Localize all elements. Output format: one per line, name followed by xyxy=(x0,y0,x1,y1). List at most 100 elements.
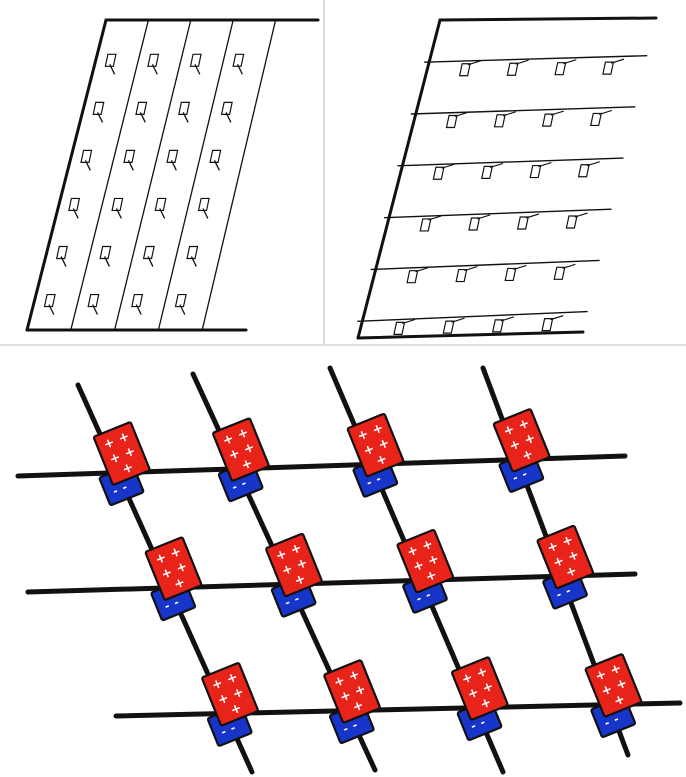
device-lead xyxy=(451,317,465,323)
negative-symbol: - xyxy=(478,715,487,729)
positive-symbol: + xyxy=(228,701,244,719)
device-lead xyxy=(194,63,201,75)
device-lead xyxy=(415,267,429,273)
positive-symbol: + xyxy=(239,456,255,474)
positive-symbol: + xyxy=(241,440,257,458)
frame-left-edge xyxy=(356,18,442,340)
crossbar-device: --+++++ xyxy=(201,662,259,747)
positive-symbol: + xyxy=(338,688,354,706)
device-lead xyxy=(103,256,110,267)
device-lead xyxy=(550,315,564,321)
device-body xyxy=(541,318,554,332)
positive-symbol: + xyxy=(474,664,490,682)
device-body xyxy=(491,319,504,333)
device-body xyxy=(189,53,202,67)
device-body xyxy=(554,62,567,76)
positive-symbol: + xyxy=(551,553,567,571)
device xyxy=(442,317,465,334)
crossbar-wire-horizontal xyxy=(113,700,683,719)
device-lead xyxy=(72,208,79,219)
device-lead xyxy=(48,304,55,315)
negative-symbol: - xyxy=(283,596,292,610)
device-body xyxy=(68,197,81,212)
positive-symbol: + xyxy=(353,682,369,700)
positive-symbol: + xyxy=(122,444,138,462)
positive-symbol: + xyxy=(376,435,392,453)
positive-symbol: + xyxy=(350,698,366,716)
positive-symbol: + xyxy=(216,691,232,709)
device xyxy=(504,264,527,282)
device-lead xyxy=(586,161,600,167)
device-body xyxy=(166,149,179,163)
device xyxy=(220,101,233,123)
device xyxy=(68,197,81,219)
frame-bottom-edge xyxy=(356,330,585,340)
device-lead xyxy=(135,304,142,315)
device xyxy=(92,101,105,123)
device-lead xyxy=(109,63,116,75)
device-body xyxy=(432,166,445,180)
negative-symbol: - xyxy=(469,719,478,733)
positive-symbol: + xyxy=(614,676,630,694)
device xyxy=(493,111,516,128)
device-body xyxy=(55,245,68,260)
device xyxy=(131,293,144,315)
device-lead xyxy=(225,112,232,123)
device xyxy=(186,245,199,267)
device-body xyxy=(142,245,155,260)
device xyxy=(135,101,148,123)
negative-symbol: - xyxy=(603,716,612,730)
positive-symbol: + xyxy=(280,561,296,579)
device xyxy=(99,245,112,267)
device-lead xyxy=(127,160,134,171)
positive-symbol: + xyxy=(101,435,117,453)
positive-symbol: + xyxy=(420,537,436,555)
device-body xyxy=(468,217,481,231)
positive-symbol: + xyxy=(227,446,243,464)
device xyxy=(554,59,577,76)
crossbar-wire-horizontal xyxy=(25,571,638,595)
crossbar-device: --+++++ xyxy=(144,536,203,622)
device xyxy=(209,149,222,171)
positive-block xyxy=(201,662,259,727)
device-body xyxy=(131,293,144,308)
device-lead xyxy=(562,263,576,269)
device-lead xyxy=(202,208,209,219)
device xyxy=(111,197,124,219)
positive-symbol: + xyxy=(347,667,363,685)
device xyxy=(468,214,491,231)
device xyxy=(123,149,136,171)
device-lead xyxy=(92,304,99,315)
device-body xyxy=(504,267,517,282)
negative-symbol: - xyxy=(292,592,301,606)
device-lead xyxy=(525,213,539,219)
positive-symbol: + xyxy=(361,441,377,459)
negative-symbol: - xyxy=(120,480,129,494)
device-body xyxy=(135,101,148,115)
device xyxy=(87,293,100,315)
device xyxy=(589,109,612,127)
device xyxy=(174,293,187,315)
device-body xyxy=(80,149,93,163)
crossbar-device: --+++++ xyxy=(584,653,643,738)
positive-symbol: + xyxy=(459,670,475,688)
negative-symbol: - xyxy=(230,480,239,494)
device xyxy=(565,212,588,229)
negative-symbol: - xyxy=(163,599,172,613)
device xyxy=(154,197,167,219)
device xyxy=(104,53,117,75)
wire-horizontal xyxy=(357,310,588,323)
positive-symbol: + xyxy=(153,550,169,568)
device xyxy=(147,53,160,75)
device xyxy=(80,149,93,171)
positive-symbol: + xyxy=(520,447,536,465)
device-body xyxy=(123,149,136,163)
positive-symbol: + xyxy=(608,661,624,679)
positive-block xyxy=(584,653,643,718)
positive-symbol: + xyxy=(411,557,427,575)
device-lead xyxy=(515,59,529,65)
wire-vertical xyxy=(70,19,150,331)
positive-symbol: + xyxy=(107,450,123,468)
negative-symbol: - xyxy=(554,588,563,602)
